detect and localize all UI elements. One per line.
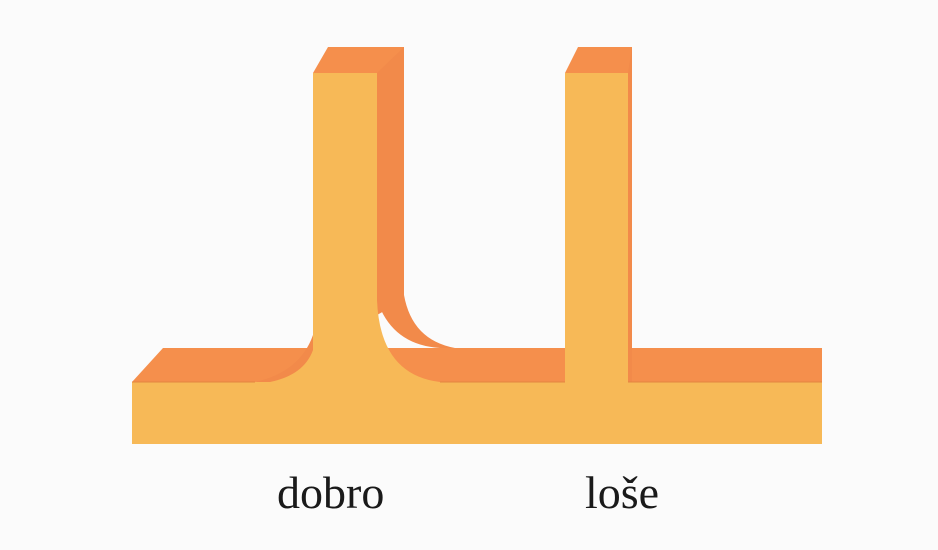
- rib-right-front-face: [565, 73, 628, 382]
- label-good-joint: dobro: [277, 467, 385, 518]
- fillet-right-shadow: [377, 295, 455, 348]
- base-front-face: [132, 382, 822, 444]
- rib-left-side-face: [377, 47, 404, 315]
- rib-right-side-face: [628, 47, 632, 382]
- rib-left-front-face: [255, 73, 440, 382]
- label-bad-joint: loše: [585, 467, 660, 518]
- fillet-left-shadow: [255, 335, 313, 382]
- rib-left-top-cap: [313, 47, 404, 73]
- rib-right-top-cap: [565, 47, 632, 73]
- base-top-surface: [132, 348, 822, 382]
